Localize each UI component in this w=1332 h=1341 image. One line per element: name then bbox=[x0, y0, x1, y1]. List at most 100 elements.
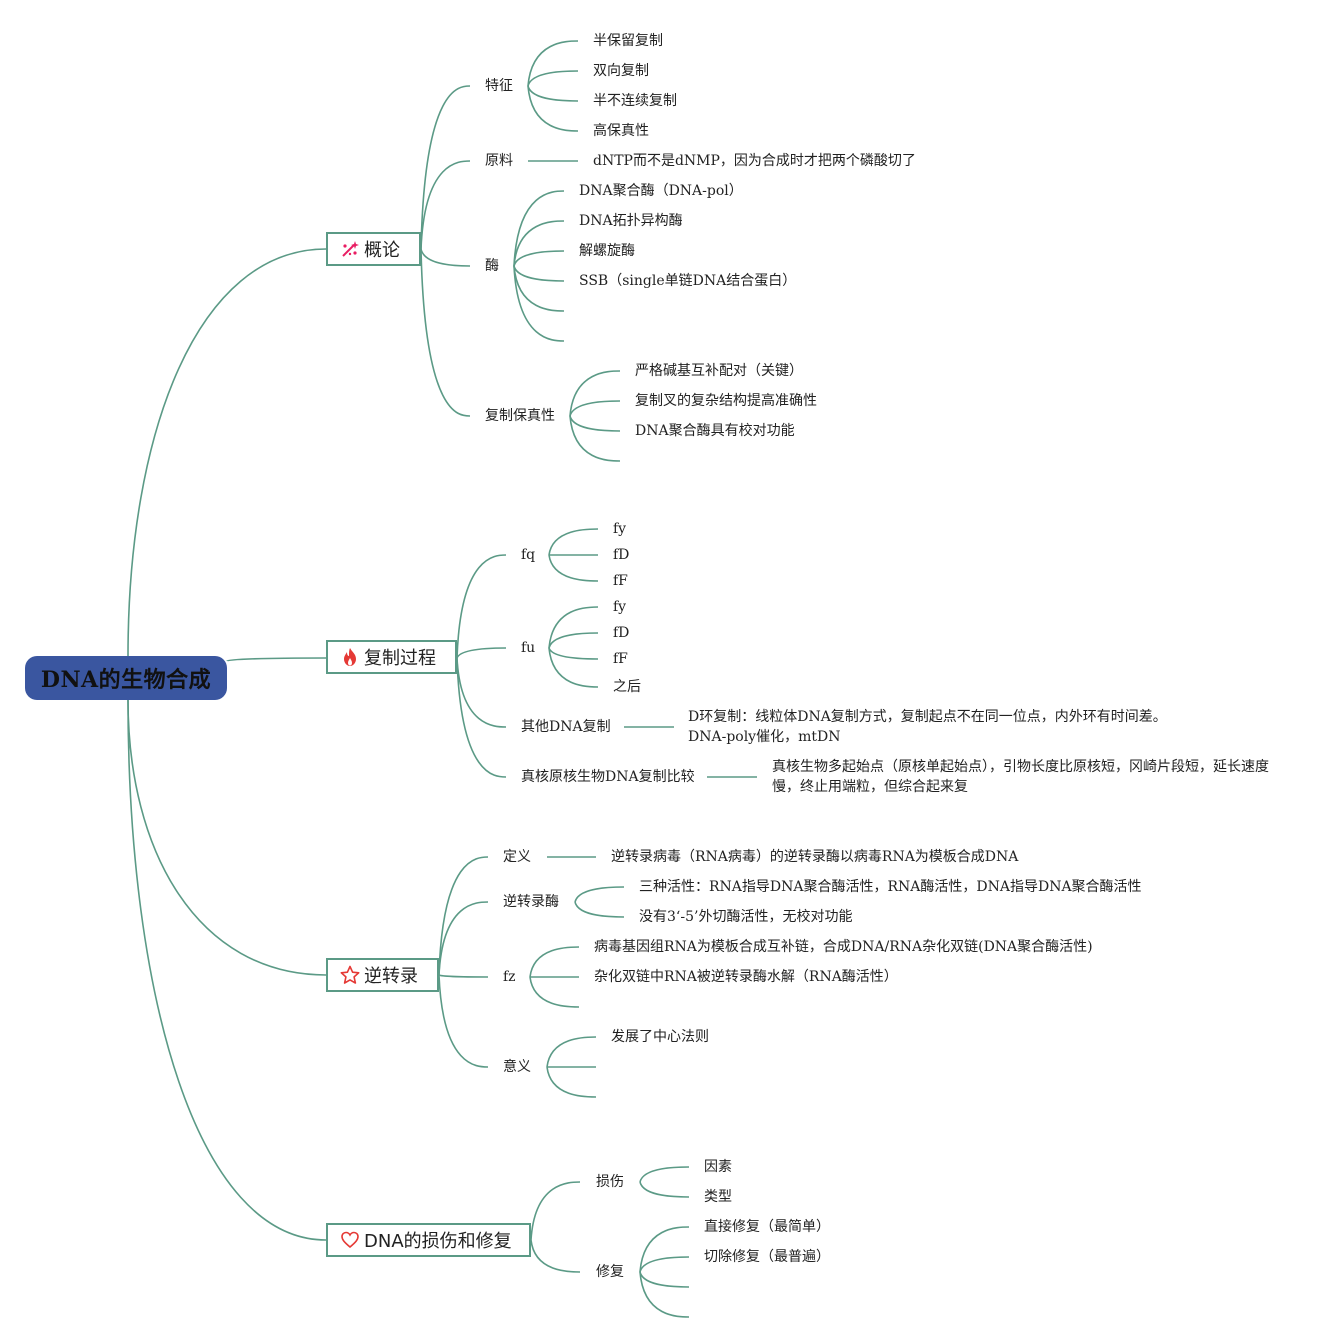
leaf-item[interactable]: fy bbox=[613, 521, 627, 537]
connector bbox=[438, 856, 489, 976]
topic-process[interactable]: 复制过程 bbox=[326, 640, 457, 674]
subtopic-meaning[interactable]: 意义 bbox=[503, 1059, 531, 1075]
leaf-item[interactable]: fD bbox=[613, 547, 630, 563]
connector bbox=[420, 248, 471, 417]
leaf-item[interactable]: D环复制：线粒体DNA复制方式，复制起点不在同一位点，内外环有时间差。DNA-p… bbox=[688, 709, 1167, 745]
leaf-item[interactable]: SSB（single单链DNA结合蛋白） bbox=[579, 273, 797, 289]
connector bbox=[420, 85, 471, 250]
leaf-item[interactable]: 双向复制 bbox=[593, 63, 649, 79]
connector bbox=[513, 190, 565, 267]
connector bbox=[456, 647, 507, 659]
leaf-item[interactable]: 直接修复（最简单） bbox=[704, 1219, 830, 1235]
subtopic-enzyme[interactable]: 酶 bbox=[485, 258, 499, 274]
connector bbox=[127, 248, 327, 657]
connector bbox=[530, 1239, 581, 1273]
connector bbox=[456, 554, 507, 659]
leaf-item[interactable]: 半不连续复制 bbox=[593, 93, 677, 109]
leaf-item[interactable]: 之后 bbox=[613, 679, 641, 695]
leaf-item[interactable]: fy bbox=[613, 599, 627, 615]
subtopic-reverse-transcriptase[interactable]: 逆转录酶 bbox=[503, 894, 559, 910]
leaf-item[interactable]: 半保留复制 bbox=[593, 33, 663, 49]
connector bbox=[546, 1066, 597, 1098]
subtopic-compare[interactable]: 真核原核生物DNA复制比较 bbox=[521, 769, 695, 785]
leaf-item[interactable]: 复制叉的复杂结构提高准确性 bbox=[635, 393, 817, 409]
subtopic-fu[interactable]: fu bbox=[521, 640, 536, 656]
subtopic-material[interactable]: 原料 bbox=[485, 153, 513, 169]
heart-icon bbox=[340, 1230, 360, 1250]
subtopic-fq[interactable]: fq bbox=[521, 547, 536, 563]
subtopic-features[interactable]: 特征 bbox=[485, 78, 513, 94]
connector bbox=[527, 70, 579, 87]
connector bbox=[127, 699, 327, 976]
connector bbox=[548, 647, 599, 660]
connector bbox=[513, 265, 565, 342]
connector bbox=[527, 85, 579, 102]
connector bbox=[548, 606, 599, 649]
connector bbox=[420, 160, 471, 250]
leaf-item[interactable]: 解螺旋酶 bbox=[579, 243, 635, 259]
topic-damage-repair[interactable]: DNA的损伤和修复 bbox=[326, 1223, 531, 1257]
leaf-item[interactable]: 因素 bbox=[704, 1159, 732, 1175]
leaf-item[interactable]: 切除修复（最普遍） bbox=[704, 1249, 830, 1265]
leaf-item[interactable]: 类型 bbox=[704, 1189, 732, 1205]
leaf-item[interactable]: fD bbox=[613, 625, 630, 641]
leaf-item[interactable]: 真核生物多起始点（原核单起始点），引物长度比原核短，冈崎片段短，延长速度慢，终止… bbox=[772, 759, 1269, 795]
connector bbox=[574, 901, 625, 918]
topic-damage-label: DNA的损伤和修复 bbox=[364, 1231, 512, 1252]
leaf-item[interactable]: 杂化双链中RNA被逆转录酶水解（RNA酶活性） bbox=[594, 969, 898, 985]
connector bbox=[574, 886, 625, 903]
topic-concept[interactable]: 概论 bbox=[326, 232, 421, 266]
connector bbox=[569, 415, 621, 432]
subtopic-injury[interactable]: 损伤 bbox=[596, 1174, 624, 1190]
connector bbox=[569, 370, 621, 417]
connector bbox=[639, 1226, 690, 1273]
connector bbox=[569, 415, 621, 462]
connector bbox=[513, 265, 565, 282]
leaf-item[interactable]: DNA拓扑异构酶 bbox=[579, 213, 683, 229]
connector bbox=[513, 265, 565, 312]
leaf-item[interactable]: 高保真性 bbox=[593, 123, 649, 139]
leaf-item[interactable]: 三种活性：RNA指导DNA聚合酶活性，RNA酶活性，DNA指导DNA聚合酶活性 bbox=[639, 879, 1142, 895]
leaf-item[interactable]: 严格碱基互补配对（关键） bbox=[635, 363, 803, 379]
leaf-item[interactable]: fF bbox=[613, 651, 628, 667]
connector bbox=[548, 647, 599, 688]
connector bbox=[438, 901, 489, 976]
leaf-item[interactable]: fF bbox=[613, 573, 628, 589]
connector bbox=[513, 250, 565, 267]
subtopic-definition[interactable]: 定义 bbox=[503, 849, 531, 865]
connector bbox=[548, 528, 599, 556]
connector bbox=[546, 1036, 597, 1068]
star-icon bbox=[340, 965, 360, 985]
leaf-item[interactable]: DNA聚合酶具有校对功能 bbox=[635, 423, 795, 439]
connector bbox=[513, 220, 565, 267]
connector bbox=[639, 1271, 690, 1318]
connector bbox=[529, 976, 580, 1008]
leaf-item[interactable]: DNA聚合酶（DNA-pol） bbox=[579, 183, 743, 199]
topic-concept-label: 概论 bbox=[364, 240, 400, 261]
subtopic-fidelity[interactable]: 复制保真性 bbox=[485, 408, 555, 424]
leaf-item[interactable]: 逆转录病毒（RNA病毒）的逆转录酶以病毒RNA为模板合成DNA bbox=[611, 849, 1019, 865]
root-topic-label: DNA的生物合成 bbox=[40, 667, 212, 693]
connector bbox=[530, 1181, 581, 1241]
topic-process-label: 复制过程 bbox=[364, 648, 436, 669]
leaf-item[interactable]: 病毒基因组RNA为模板合成互补链，合成DNA/RNA杂化双链(DNA聚合酶活性) bbox=[594, 939, 1093, 955]
connector bbox=[127, 699, 327, 1241]
topic-reverse-transcription[interactable]: 逆转录 bbox=[326, 958, 439, 992]
subtopic-other-replication[interactable]: 其他DNA复制 bbox=[521, 719, 611, 735]
subtopic-fz[interactable]: fz bbox=[503, 969, 516, 985]
leaf-item[interactable]: dNTP而不是dNMP，因为合成时才把两个磷酸切了 bbox=[593, 153, 916, 169]
connector bbox=[226, 657, 327, 662]
connector bbox=[548, 632, 599, 649]
connector bbox=[548, 554, 599, 582]
leaf-item[interactable]: 没有3‘-5’外切酶活性，无校对功能 bbox=[639, 909, 853, 925]
topic-reverse-label: 逆转录 bbox=[364, 966, 418, 987]
root-topic[interactable]: DNA的生物合成 bbox=[25, 656, 227, 700]
connector bbox=[639, 1256, 690, 1273]
connector bbox=[527, 40, 579, 87]
subtopic-repair[interactable]: 修复 bbox=[596, 1264, 624, 1280]
connector bbox=[527, 85, 579, 132]
connector bbox=[456, 657, 507, 778]
leaf-item[interactable]: 发展了中心法则 bbox=[611, 1029, 709, 1045]
connector bbox=[639, 1271, 690, 1288]
